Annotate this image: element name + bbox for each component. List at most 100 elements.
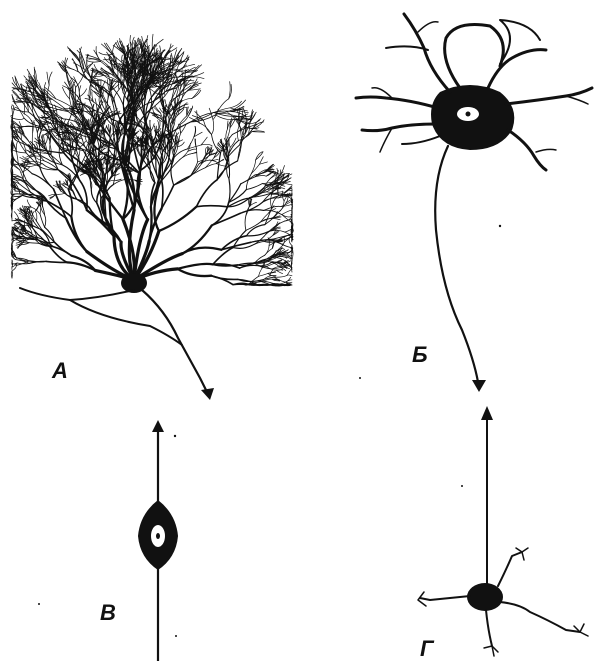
process [498, 552, 522, 586]
dendrite-branch [191, 65, 202, 75]
dendrite-branch [149, 207, 151, 241]
dendrite-branch [287, 268, 292, 276]
dendrite-branch [229, 162, 230, 179]
dendrite-branch [241, 177, 255, 184]
dendrite-branch [47, 72, 49, 85]
dendrite-branch [229, 190, 247, 203]
dendrite-branch [21, 164, 31, 165]
dendrite-branch [230, 101, 242, 108]
dendrite-branch [11, 116, 12, 119]
dendrite [356, 97, 438, 108]
dendrite-branch [45, 215, 46, 228]
dendrite-branch [95, 178, 123, 219]
dendrite-branch [216, 164, 225, 167]
purkinje-neuron-a [11, 34, 294, 400]
dendrite-branch [213, 108, 230, 113]
dendrite-branch [12, 195, 23, 196]
dendrite-branch [147, 36, 148, 49]
purkinje-axon [142, 290, 207, 392]
dendrite-branch [148, 75, 149, 85]
dendrite [418, 22, 438, 32]
dendrite-branch [201, 144, 212, 146]
dendrite-branch [201, 137, 207, 145]
dendrite-branch [68, 189, 72, 217]
dendrite-branch [104, 43, 112, 54]
dendrite-branch [197, 149, 198, 162]
dendrite-branch [271, 195, 272, 208]
dendrite-branch [151, 124, 155, 132]
speck [38, 603, 40, 605]
process-tip [484, 646, 498, 656]
label-g: Г [420, 636, 434, 662]
dendrite-branch [252, 131, 264, 132]
dendrite-branch [237, 127, 238, 141]
dendrite-branch [12, 105, 14, 109]
dendrite-branch [49, 72, 52, 85]
dendrite-branch [246, 173, 251, 189]
dendrite-branch [275, 192, 284, 194]
sensory-axon-arrow [481, 406, 493, 420]
dendrite-branch [113, 42, 117, 54]
dendrite-branch [246, 184, 262, 190]
bipolar-nucleolus [156, 533, 160, 539]
dendrite-branch [79, 89, 86, 97]
dendrite [506, 88, 592, 104]
dendrite-branch [240, 210, 263, 214]
label-a: А [52, 358, 68, 384]
dendrite-branch [13, 165, 20, 170]
dendrite-branch [91, 190, 97, 203]
dendrite-branch [29, 243, 39, 244]
sensory-soma [467, 583, 503, 611]
dendrite-branch [191, 77, 204, 79]
dendrite-branch [29, 211, 30, 219]
dendrite-branch [11, 271, 12, 278]
dendrite-branch [287, 275, 292, 276]
multipolar-nucleolus [466, 112, 471, 117]
purkinje-dendritic-tree [11, 34, 294, 286]
dendrite [362, 124, 436, 131]
multipolar-neuron-b [356, 14, 592, 392]
label-v: В [100, 600, 116, 626]
multipolar-axon-arrow [472, 380, 486, 392]
dendrite [402, 136, 440, 144]
dendrite-branch [261, 213, 269, 222]
dendrite-branch [282, 210, 292, 214]
dendrite-branch [116, 179, 122, 180]
dendrite-branch [278, 203, 286, 213]
dendrite [500, 20, 540, 64]
dendrite-branch [40, 214, 45, 227]
dendrite-branch [96, 47, 99, 60]
dendrite-branch [178, 264, 213, 269]
dendrite-branch [252, 164, 260, 173]
dendrite-branch [278, 186, 279, 196]
process [486, 610, 492, 646]
dendrite-branch [239, 124, 241, 141]
process [500, 602, 580, 632]
dendrite-branch [159, 207, 197, 231]
multipolar-axon [435, 146, 478, 382]
dendrite-branch [194, 126, 195, 137]
dendrite-branch [27, 200, 31, 207]
bipolar-neuron-v [138, 420, 178, 661]
dendrite [488, 50, 546, 88]
process-tip [574, 624, 588, 636]
dendrite [536, 149, 556, 152]
dendrite-branch [196, 180, 217, 207]
dendrite-branch [152, 39, 163, 48]
dendrite-branch [212, 213, 241, 225]
dendrite [404, 14, 450, 92]
dendrite-branch [229, 179, 230, 203]
dendrite-branch [178, 269, 212, 276]
dendrite-branch [179, 116, 187, 125]
purkinje-axon-collateral-2 [70, 300, 182, 345]
dendrite-branch [162, 183, 163, 209]
bipolar-upper-arrow [152, 420, 164, 432]
dendrite-branch [206, 158, 214, 168]
dendrite [380, 128, 392, 152]
dendrite-branch [234, 116, 247, 124]
dendrite-branch [11, 106, 13, 109]
dendrite-branch [56, 193, 66, 194]
speck [175, 635, 177, 637]
